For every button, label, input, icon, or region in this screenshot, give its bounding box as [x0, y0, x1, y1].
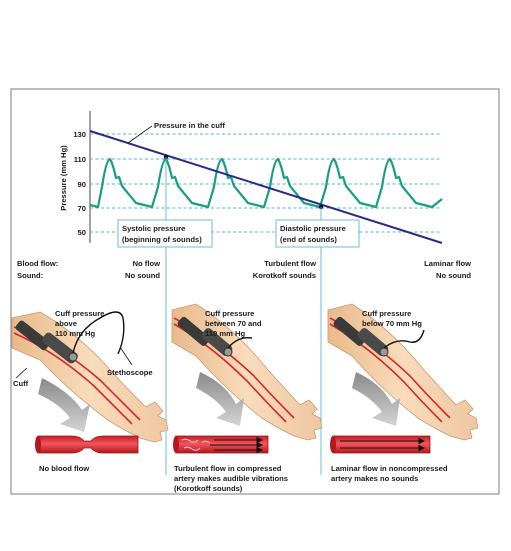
y-tick-label: 50 — [78, 228, 86, 237]
phase-sound: Korotkoff sounds — [253, 271, 316, 280]
phase-flow: Laminar flow — [424, 259, 471, 268]
panel-caption: No blood flow — [39, 464, 89, 473]
stethoscope-head — [68, 352, 78, 362]
stethoscope-head — [223, 347, 233, 357]
turbulence-marks — [181, 438, 211, 451]
cuff-pressure-text: Cuff pressure — [55, 309, 104, 318]
artery-laminar — [332, 435, 431, 454]
systolic-title: Systolic pressure — [122, 224, 185, 233]
cuff-pressure-text: Cuff pressure — [205, 309, 254, 318]
diastolic-subtitle: (end of sounds) — [280, 235, 337, 244]
y-tick-label: 130 — [73, 130, 86, 139]
phase-sound: No sound — [436, 271, 471, 280]
phase-flow: No flow — [133, 259, 161, 268]
systolic-box: Systolic pressure (beginning of sounds) — [117, 219, 213, 248]
blood-pressure-cuff — [15, 320, 50, 351]
cuff-label-leader — [127, 125, 153, 144]
blood-pressure-cuff — [357, 328, 389, 356]
systolic-subtitle: (beginning of sounds) — [122, 235, 202, 244]
phase-flow: Turbulent flow — [264, 259, 316, 268]
cuff-pressure-text: between 70 and — [205, 319, 262, 328]
blood-pressure-cuff — [201, 328, 233, 356]
stethoscope-tube — [72, 311, 125, 355]
blood-flow-row-label: Blood flow: — [17, 259, 58, 268]
cuff-pressure-text: above — [55, 319, 77, 328]
panel-no-flow: Cuff pressure above 110 mm Hg Cuff Steth… — [11, 309, 169, 473]
panel-caption: Turbulent flow in compressed — [174, 464, 282, 473]
panel-caption: artery makes no sounds — [331, 474, 418, 483]
figure-frame — [10, 88, 500, 495]
blood-pressure-cuff — [177, 316, 210, 346]
stethoscope-head — [379, 347, 389, 357]
artery-end — [330, 436, 336, 453]
sound-row-label: Sound: — [17, 271, 43, 280]
artery-end — [173, 436, 179, 453]
panel-laminar: Cuff pressure below 70 mm Hg Laminar flo… — [327, 303, 479, 483]
cuff-pressure-text: 110 mm Hg — [55, 329, 95, 338]
artery-no-flow — [37, 435, 139, 454]
stethoscope-tube — [383, 329, 425, 349]
arterial-pressure-wave — [89, 157, 443, 209]
y-tick-label: 110 — [74, 155, 86, 164]
stethoscope-tube — [227, 337, 253, 349]
y-tick-label: 90 — [78, 180, 86, 189]
cuff-pressure-text: 110 mm Hg — [205, 329, 245, 338]
compression-arrow — [352, 372, 400, 426]
cuff-pressure-text: Cuff pressure — [362, 309, 411, 318]
cuff-pressure-line — [89, 130, 443, 244]
cuff-pointer — [15, 367, 28, 379]
y-tick-label: 70 — [78, 204, 86, 213]
y-axis-label: Pressure (mm Hg) — [59, 145, 68, 211]
phase-rows: Blood flow: Sound: No flow No sound Turb… — [17, 259, 471, 280]
cuff-line-label: Pressure in the cuff — [154, 121, 225, 130]
diastolic-box: Diastolic pressure (end of sounds) — [275, 219, 360, 248]
blood-pressure-cuff — [333, 316, 366, 346]
panel-caption: (Korotkoff sounds) — [174, 484, 243, 493]
stethoscope-pointer — [119, 346, 133, 366]
gridlines — [90, 133, 442, 233]
phase-sound: No sound — [125, 271, 160, 280]
cuff-label: Cuff — [13, 379, 29, 388]
y-tick-labels: 130 110 90 70 50 — [73, 130, 86, 237]
compression-arrow — [38, 378, 90, 432]
compression-arrow — [196, 372, 244, 426]
artery-end — [35, 436, 41, 453]
diastolic-title: Diastolic pressure — [280, 224, 346, 233]
panel-caption: artery makes audible vibrations — [174, 474, 288, 483]
panel-caption: Laminar flow in noncompressed — [331, 464, 448, 473]
stethoscope-label: Stethoscope — [107, 368, 153, 377]
cuff-pressure-text: below 70 mm Hg — [362, 319, 422, 328]
panel-turbulent: Cuff pressure between 70 and 110 mm Hg T… — [171, 303, 323, 493]
